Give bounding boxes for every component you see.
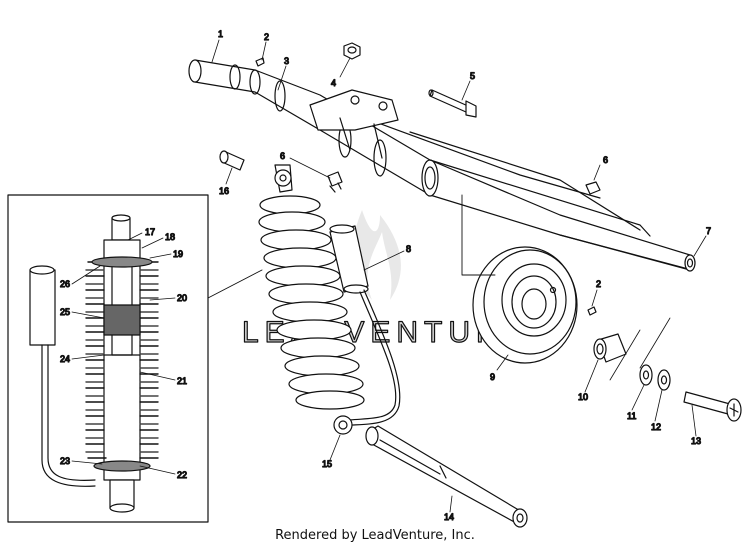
part-6-fittings [327, 171, 601, 195]
callout-14: 14 [444, 512, 454, 522]
callout-11: 11 [627, 411, 636, 421]
callout-26: 26 [60, 279, 70, 289]
callout-23: 23 [60, 456, 70, 466]
callout-13: 13 [691, 436, 701, 446]
callout-6a: 6 [280, 151, 285, 161]
part-9-idler-wheel [472, 246, 578, 364]
callout-2b: 2 [596, 279, 601, 289]
callout-22: 22 [177, 470, 187, 480]
callout-20: 20 [177, 293, 187, 303]
rendered-by-footer: Rendered by LeadVenture, Inc. [275, 528, 475, 543]
callout-7: 7 [706, 226, 711, 236]
part-13-bolt [683, 391, 742, 422]
main-shaft [188, 59, 696, 272]
callout-10: 10 [578, 392, 588, 402]
callout-9: 9 [490, 372, 495, 382]
callout-17: 17 [145, 227, 155, 237]
callout-18: 18 [165, 232, 175, 242]
part-11-washer [639, 364, 653, 386]
callout-leaders [71, 39, 707, 513]
callout-4: 4 [331, 78, 336, 88]
part-14-lower-shaft [365, 425, 528, 528]
coil-spring [258, 195, 365, 410]
shock-absorber [258, 164, 401, 435]
part-2-pin [255, 57, 265, 67]
leader-lines [207, 194, 671, 381]
callout-8: 8 [406, 244, 411, 254]
callout-25: 25 [60, 307, 70, 317]
part-16-bushing [219, 150, 245, 171]
part-5-bolt [428, 89, 477, 118]
callout-1: 1 [218, 29, 223, 39]
part-4-nut [343, 42, 361, 60]
cutaway-inset [7, 194, 209, 523]
callout-3: 3 [284, 56, 289, 66]
callout-5: 5 [470, 71, 475, 81]
callout-2: 2 [264, 32, 269, 42]
callout-16: 16 [219, 186, 229, 196]
part-10-spacer [593, 333, 627, 363]
callout-12: 12 [651, 422, 661, 432]
part-2-pin-b [587, 306, 597, 316]
callout-24: 24 [60, 354, 70, 364]
callout-19: 19 [173, 249, 183, 259]
part-12-washer [657, 369, 671, 391]
callout-15: 15 [322, 459, 332, 469]
callout-21: 21 [177, 376, 187, 386]
callout-6b: 6 [603, 155, 608, 165]
callout-labels: 1 2 3 4 5 6 6 7 8 9 2 10 11 12 13 14 15 … [59, 28, 711, 522]
